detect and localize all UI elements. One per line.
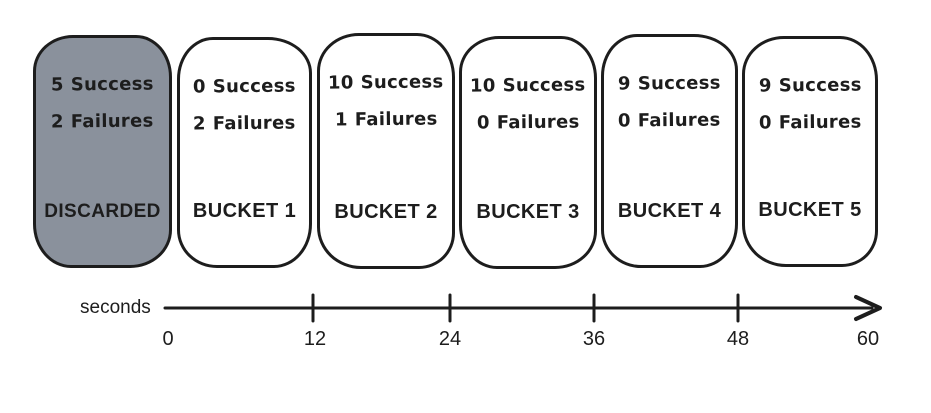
arrowhead-icon	[854, 295, 882, 321]
bucket-3: 10 Success 0 Failures BUCKET 3	[459, 36, 597, 269]
tick-label-12: 12	[303, 328, 327, 350]
tick-label-24: 24	[438, 328, 462, 350]
failures-line: 0 Failures	[618, 109, 721, 131]
failures-line: 1 Failures	[335, 108, 438, 130]
success-count: 10	[470, 75, 497, 97]
success-count: 10	[328, 72, 355, 94]
failures-line: 0 Failures	[477, 111, 580, 133]
bucket-label: BUCKET 1	[192, 200, 297, 222]
success-line: 0 Success	[193, 75, 296, 97]
bucket-1: 0 Success 2 Failures BUCKET 1	[177, 37, 312, 268]
failures-count: 2	[193, 113, 207, 135]
success-count: 9	[758, 75, 772, 97]
failures-word: Failures	[637, 109, 721, 132]
failures-count: 0	[758, 112, 772, 134]
success-line: 10 Success	[328, 71, 444, 93]
bucket-label: BUCKET 2	[334, 201, 438, 223]
bucket-label: BUCKET 3	[476, 201, 580, 223]
failures-word: Failures	[778, 111, 862, 134]
bucket-stats: 9 Success 0 Failures	[745, 74, 875, 133]
tick-label-48: 48	[726, 328, 750, 350]
failures-word: Failures	[212, 112, 296, 135]
success-word: Success	[502, 74, 586, 97]
bucket-label: BUCKET 5	[758, 199, 862, 221]
tick-label-0: 0	[162, 328, 174, 350]
failures-count: 2	[51, 111, 65, 133]
bucket-5: 9 Success 0 Failures BUCKET 5	[742, 36, 878, 267]
success-word: Success	[637, 72, 721, 95]
success-count: 0	[193, 76, 207, 98]
success-line: 10 Success	[470, 74, 586, 96]
failures-word: Failures	[354, 108, 438, 131]
failures-count: 0	[476, 112, 490, 134]
failures-line: 2 Failures	[51, 110, 154, 132]
bucket-label: BUCKET 4	[617, 200, 722, 222]
success-word: Success	[360, 71, 444, 94]
success-count: 5	[51, 74, 65, 96]
bucket-stats: 9 Success 0 Failures	[604, 72, 735, 131]
failures-word: Failures	[496, 111, 580, 134]
success-word: Success	[778, 74, 862, 97]
failures-line: 0 Failures	[759, 111, 862, 133]
failures-count: 1	[334, 109, 348, 131]
bucket-stats: 0 Success 2 Failures	[180, 75, 309, 134]
tick-label-36: 36	[582, 328, 606, 350]
bucket-label: DISCARDED	[44, 201, 161, 222]
axis-label: seconds	[80, 297, 151, 318]
bucket-discarded: 5 Success 2 Failures DISCARDED	[33, 35, 172, 268]
success-line: 9 Success	[618, 72, 721, 94]
bucket-4: 9 Success 0 Failures BUCKET 4	[601, 34, 738, 268]
success-count: 9	[618, 73, 632, 95]
success-line: 9 Success	[759, 74, 862, 96]
bucket-stats: 10 Success 1 Failures	[320, 71, 452, 130]
tick-label-60: 60	[856, 328, 880, 350]
bucket-stats: 10 Success 0 Failures	[462, 74, 594, 133]
success-line: 5 Success	[51, 73, 154, 95]
bucket-stats: 5 Success 2 Failures	[36, 73, 169, 132]
failures-count: 0	[618, 110, 632, 132]
bucket-2: 10 Success 1 Failures BUCKET 2	[317, 33, 455, 269]
failures-line: 2 Failures	[193, 112, 296, 134]
success-word: Success	[70, 73, 154, 96]
failures-word: Failures	[70, 110, 154, 133]
success-word: Success	[212, 75, 296, 98]
